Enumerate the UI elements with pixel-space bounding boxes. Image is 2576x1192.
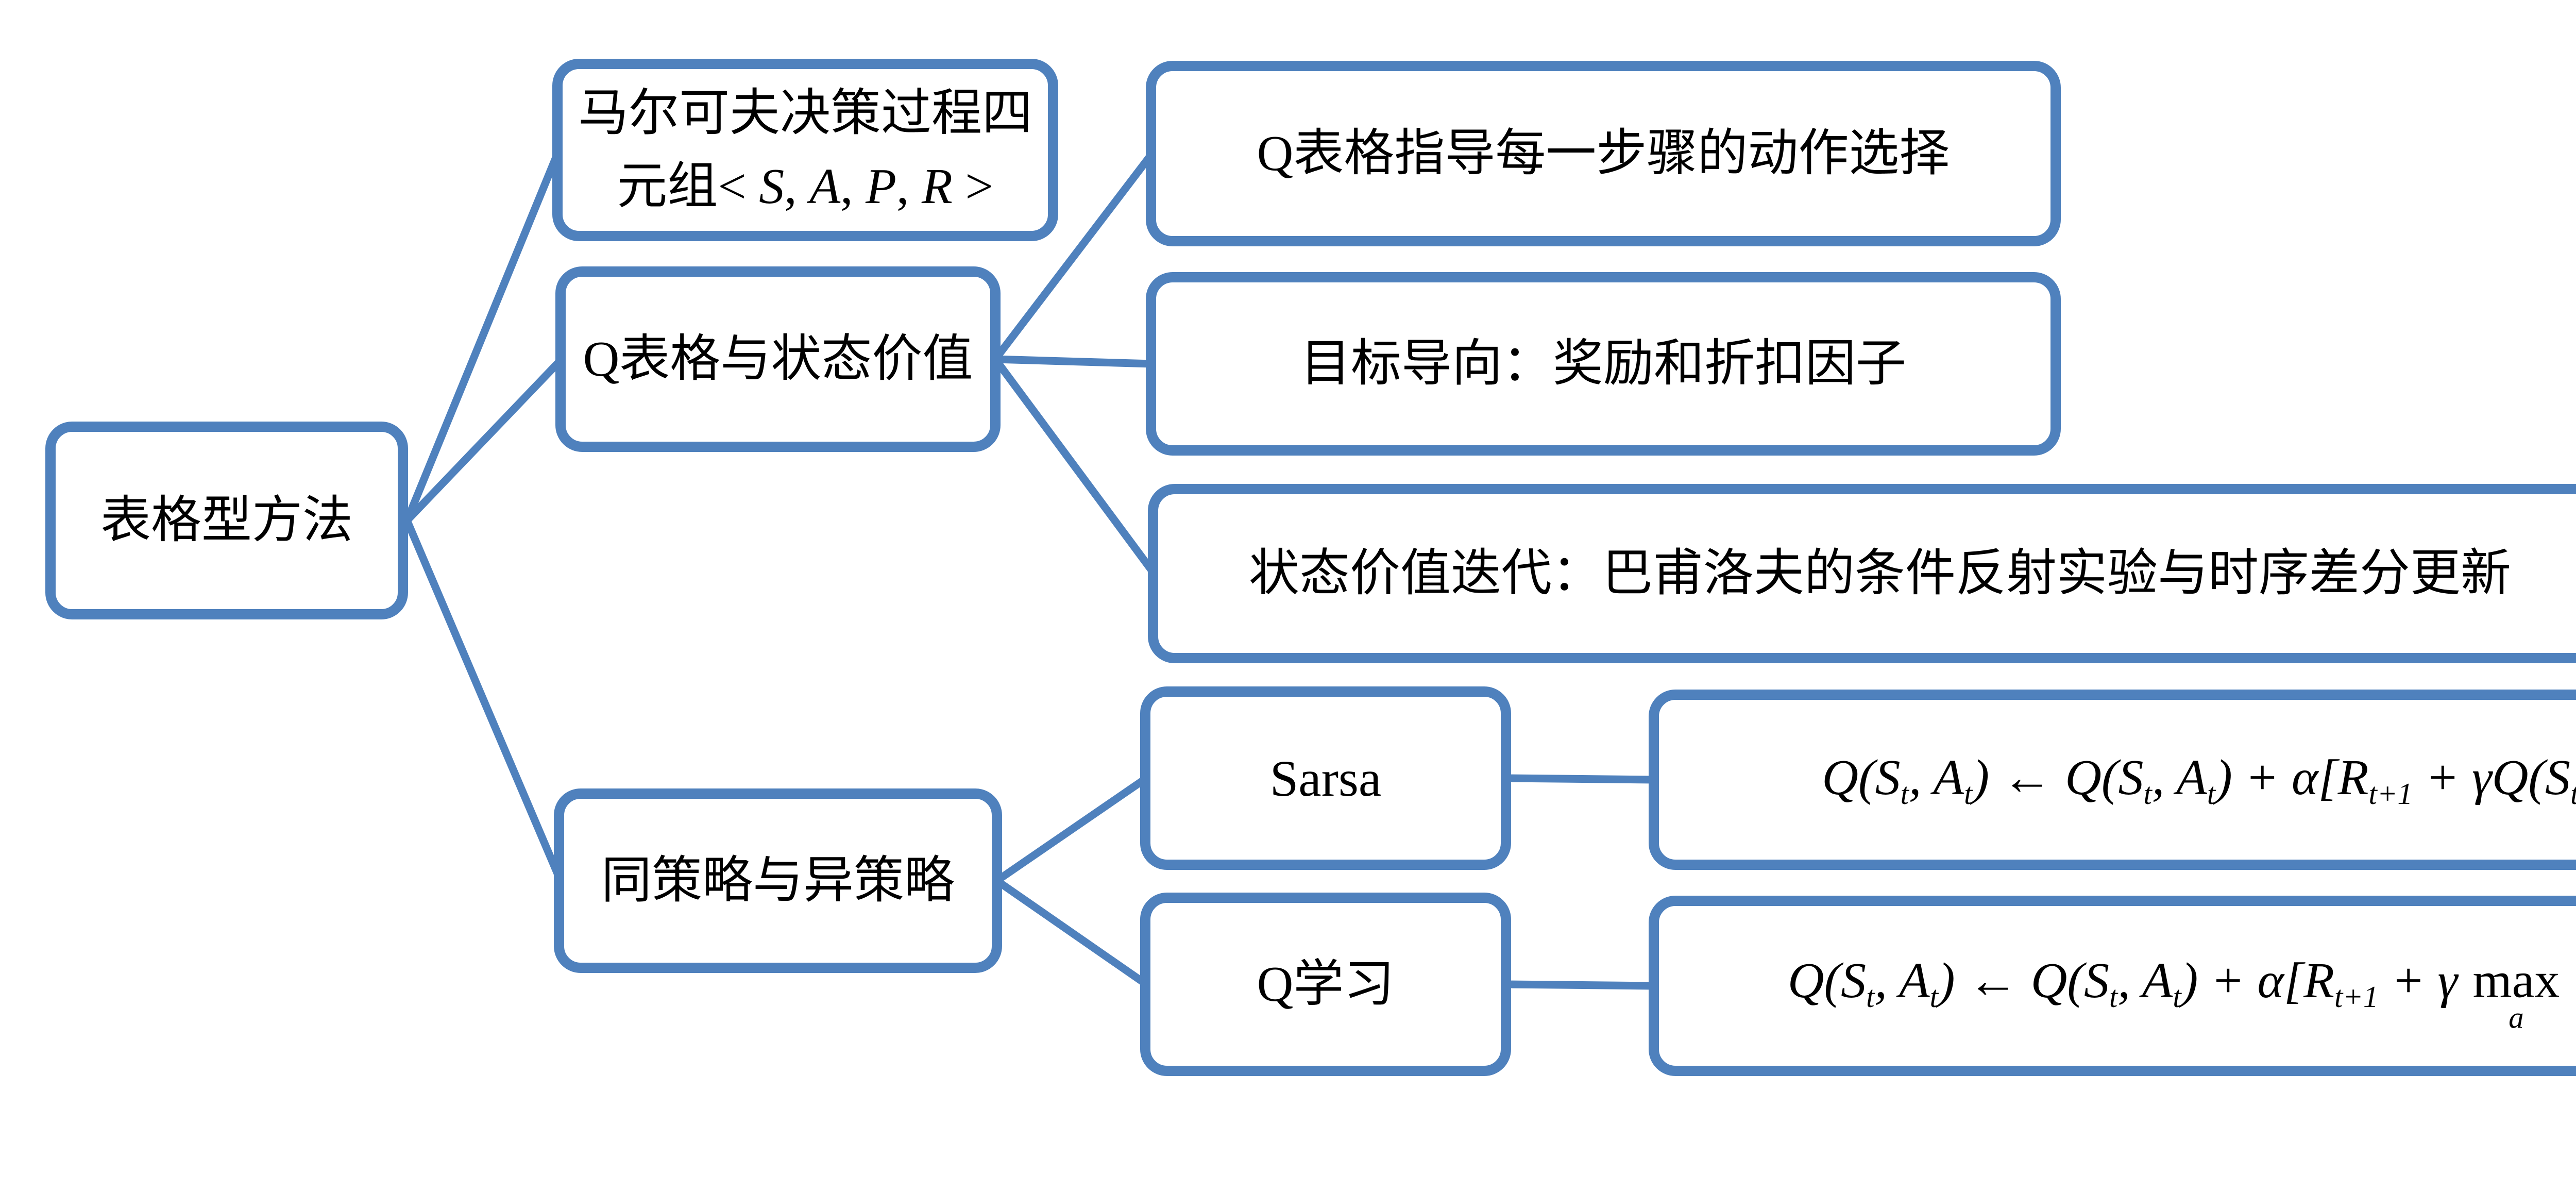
connector-line-policy-qlearn [994,877,1149,988]
connector-line-qtable-action [992,151,1155,362]
connector-line-policy-sarsa [994,775,1149,884]
on-off-policy-node[interactable]: 同策略与异策略 [554,788,1002,973]
root-node[interactable]: 表格型方法 [45,422,408,619]
mdp-tuple-label: 马尔可夫决策过程四元组< S, A, P, R > [578,85,1032,214]
action-selection-label: Q表格指导每一步骤的动作选择 [1257,125,1950,181]
connector-line-root-mdp [403,148,563,522]
value-iteration-label: 状态价值迭代：巴甫洛夫的条件反射实验与时序差分更新 [1248,545,2511,601]
connector-line-root-policy [403,519,564,882]
connector-line-qtable-goal [995,355,1153,368]
mdp-tuple-node[interactable]: 马尔可夫决策过程四元组< S, A, P, R > [552,59,1058,241]
sarsa-formula-box[interactable]: Q(St, At) ← Q(St, At) + α[Rt+1 + γQ(St+1… [1649,690,2576,870]
sarsa-node[interactable]: Sarsa [1140,686,1511,870]
connector-line-qtable-value [992,357,1158,576]
goal-oriented-box[interactable]: 目标导向：奖励和折扣因子 [1146,272,2061,456]
value-iteration-box[interactable]: 状态价值迭代：巴甫洛夫的条件反射实验与时序差分更新 [1148,484,2576,663]
qlearning-label: Q学习 [1257,956,1395,1012]
sarsa-label: Sarsa [1269,749,1382,807]
connector-line-root-qtable [404,356,565,524]
goal-oriented-label: 目标导向：奖励和折扣因子 [1300,335,1906,392]
sarsa-formula: Q(St, At) ← Q(St, At) + α[Rt+1 + γQ(St+1… [1822,749,2576,811]
qtable-state-value-node[interactable]: Q表格与状态价值 [555,266,1001,452]
on-off-policy-label: 同策略与异策略 [601,852,955,909]
action-selection-box[interactable]: Q表格指导每一步骤的动作选择 [1146,61,2061,246]
qlearning-node[interactable]: Q学习 [1140,893,1511,1076]
qtable-state-value-label: Q表格与状态价值 [583,331,973,387]
connector-line-sarsa-formula [1505,774,1655,784]
connector-line-qlearn-formula [1505,980,1655,990]
root-node-label: 表格型方法 [100,492,353,548]
